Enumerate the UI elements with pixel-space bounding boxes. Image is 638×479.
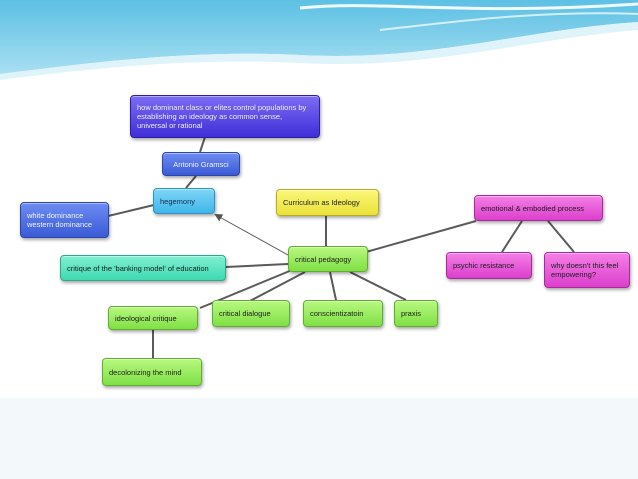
node-ideological-critique-label: ideological critique — [115, 313, 177, 323]
node-emotional-label: emotional & embodied process — [481, 203, 584, 213]
node-critical-pedagogy[interactable]: critical pedagogy — [288, 246, 368, 272]
node-decolonizing-label: decolonizing the mind — [109, 367, 182, 377]
link-emotional-empowering — [547, 220, 575, 253]
footer-band — [0, 398, 638, 479]
header-wave-decoration — [0, 0, 638, 80]
node-curriculum-as-ideology[interactable]: Curriculum as Ideology — [276, 189, 379, 216]
node-antonio-gramsci-label: Antonio Gramsci — [173, 159, 229, 169]
node-critical-dialogue-label: critical dialogue — [219, 309, 271, 318]
link-cp-hegemony — [214, 214, 289, 256]
link-dominant-gramsci — [199, 136, 206, 153]
node-antonio-gramsci[interactable]: Antonio Gramsci — [162, 152, 240, 176]
node-conscientization[interactable]: conscientizatoin — [303, 300, 383, 327]
node-dominant-class[interactable]: how dominant class or elites control pop… — [130, 95, 320, 138]
node-white-dominance[interactable]: white dominance western dominance — [20, 202, 109, 238]
link-emotional-psychic — [501, 220, 523, 253]
node-emotional-embodied[interactable]: emotional & embodied process — [474, 195, 603, 221]
node-psychic-label: psychic resistance — [453, 261, 515, 270]
link-cp-dialogue — [247, 271, 306, 303]
node-psychic-resistance[interactable]: psychic resistance — [446, 252, 532, 279]
node-banking-model-label: critique of the 'banking model' of educa… — [67, 263, 209, 273]
link-cp-banking — [225, 263, 289, 268]
node-hegemony-label: hegemony — [160, 196, 196, 206]
node-dominant-class-label: how dominant class or elites control pop… — [137, 103, 307, 130]
node-critical-pedagogy-label: critical pedagogy — [295, 254, 352, 264]
node-western-dominance-label: western dominance — [27, 220, 93, 229]
node-conscientization-label: conscientizatoin — [310, 309, 364, 318]
link-gramsci-hegemony — [185, 175, 197, 189]
node-decolonizing-mind[interactable]: decolonizing the mind — [102, 358, 202, 386]
link-cp-praxis — [349, 271, 407, 301]
node-curriculum-label: Curriculum as Ideology — [283, 198, 360, 207]
node-praxis-label: praxis — [401, 309, 422, 318]
link-cp-emotional — [365, 220, 477, 253]
node-white-dominance-label: white dominance — [27, 211, 84, 220]
link-cp-conscient — [329, 271, 337, 301]
link-hegemony-white — [107, 204, 155, 217]
node-banking-model[interactable]: critique of the 'banking model' of educa… — [60, 255, 226, 281]
node-why-not-empowering[interactable]: why doesn't this feel empowering? — [544, 252, 630, 288]
node-empowering-label: why doesn't this feel empowering? — [551, 261, 619, 279]
node-praxis[interactable]: praxis — [394, 300, 438, 327]
node-hegemony[interactable]: hegemony — [153, 188, 215, 214]
node-critical-dialogue[interactable]: critical dialogue — [212, 300, 290, 327]
node-ideological-critique[interactable]: ideological critique — [108, 306, 198, 330]
